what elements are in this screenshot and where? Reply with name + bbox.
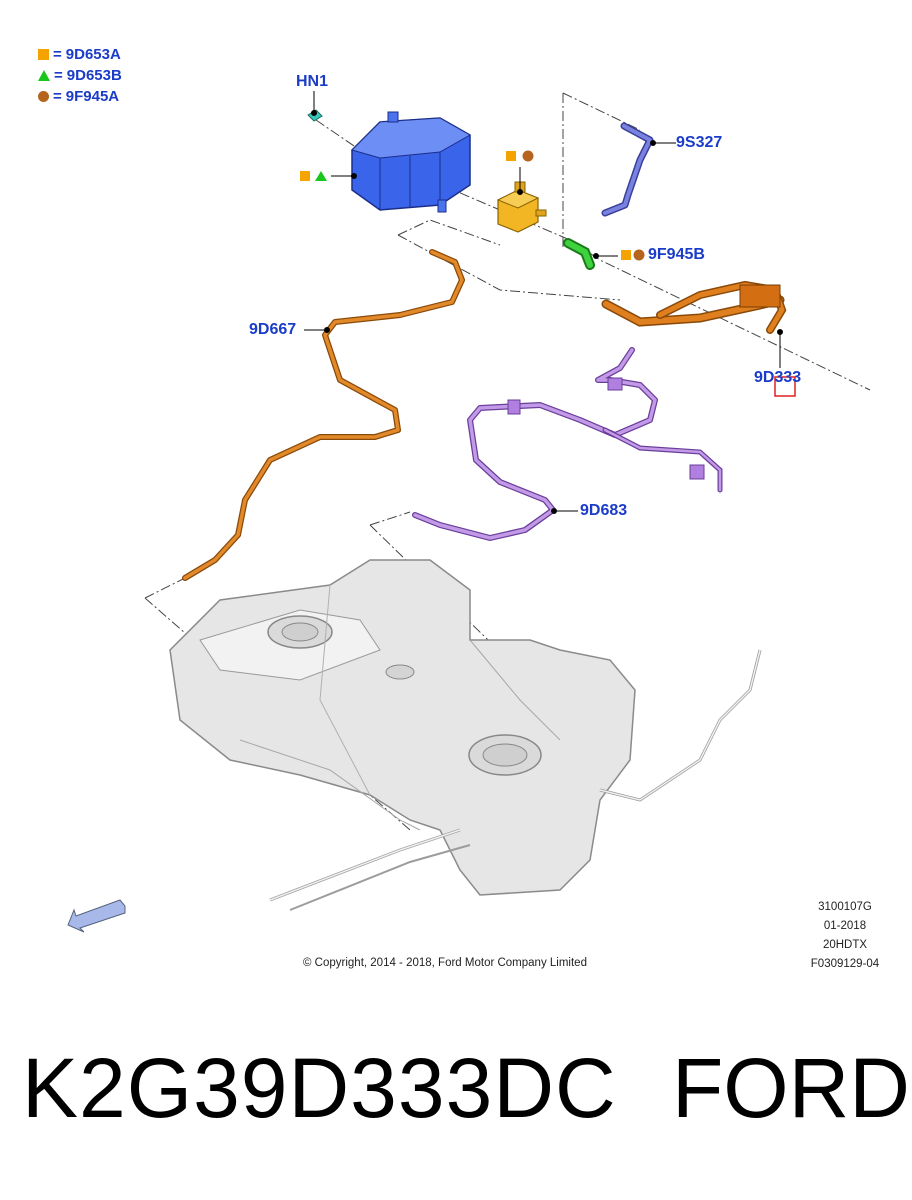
highlight-box [774, 376, 796, 397]
tube-9s327 [601, 122, 654, 217]
circle-marker-icon [633, 249, 645, 261]
legend-equals: = [53, 88, 62, 105]
meta-line-1: 3100107G [818, 901, 872, 913]
callout-9d683[interactable]: 9D683 [580, 502, 628, 519]
copyright-notice: © Copyright, 2014 - 2018, Ford Motor Com… [303, 957, 587, 969]
hose-9d333 [601, 280, 787, 334]
square-marker-icon [300, 171, 310, 181]
square-marker-icon [38, 49, 49, 60]
square-marker-icon [506, 151, 516, 161]
square-marker-icon [621, 250, 631, 260]
brand-name: FORD [672, 1041, 910, 1135]
front-direction-arrow-icon [67, 899, 126, 933]
connector-9f945b [563, 238, 595, 270]
legend-code: 9F945A [65, 88, 120, 105]
circle-marker-icon [38, 91, 49, 102]
meta-line-2: 01-2018 [823, 920, 867, 932]
caption-bar [0, 1000, 912, 1200]
triangle-marker-icon [315, 171, 327, 181]
callout-9f945b[interactable]: 9F945B [648, 246, 705, 263]
callout-9d333[interactable]: 9D333 [754, 369, 802, 386]
legend-row-circle: = 9F945A [38, 86, 122, 107]
drawing-metadata: 3100107G 01-2018 20HDTX F0309129-04 [790, 898, 900, 974]
legend-row-square: = 9D653A [38, 44, 122, 65]
legend-equals: = [54, 67, 63, 84]
evap-canister [351, 111, 472, 213]
callout-hn1[interactable]: HN1 [296, 73, 329, 90]
legend-equals: = [53, 46, 62, 63]
purge-valve [496, 181, 547, 233]
legend: = 9D653A = 9D653B = 9F945A [38, 44, 122, 107]
callout-9s327[interactable]: 9S327 [676, 134, 723, 151]
legend-row-triangle: = 9D653B [38, 65, 122, 86]
callout-symbols [300, 150, 645, 261]
meta-line-3: 20HDTX [822, 939, 868, 951]
circle-marker-icon [522, 150, 534, 162]
legend-code: 9D653A [65, 46, 121, 63]
hose-9d667 [182, 249, 465, 581]
callout-9d667[interactable]: 9D667 [249, 321, 297, 338]
meta-line-4: F0309129-04 [810, 958, 880, 970]
legend-code: 9D653B [66, 67, 122, 84]
part-number: K2G39D333DC [22, 1041, 617, 1135]
fuel-system-diagram [67, 91, 871, 933]
hose-9d683 [412, 347, 723, 541]
fuel-tank [169, 559, 762, 911]
leader-lines [304, 91, 783, 514]
triangle-marker-icon [38, 70, 50, 81]
